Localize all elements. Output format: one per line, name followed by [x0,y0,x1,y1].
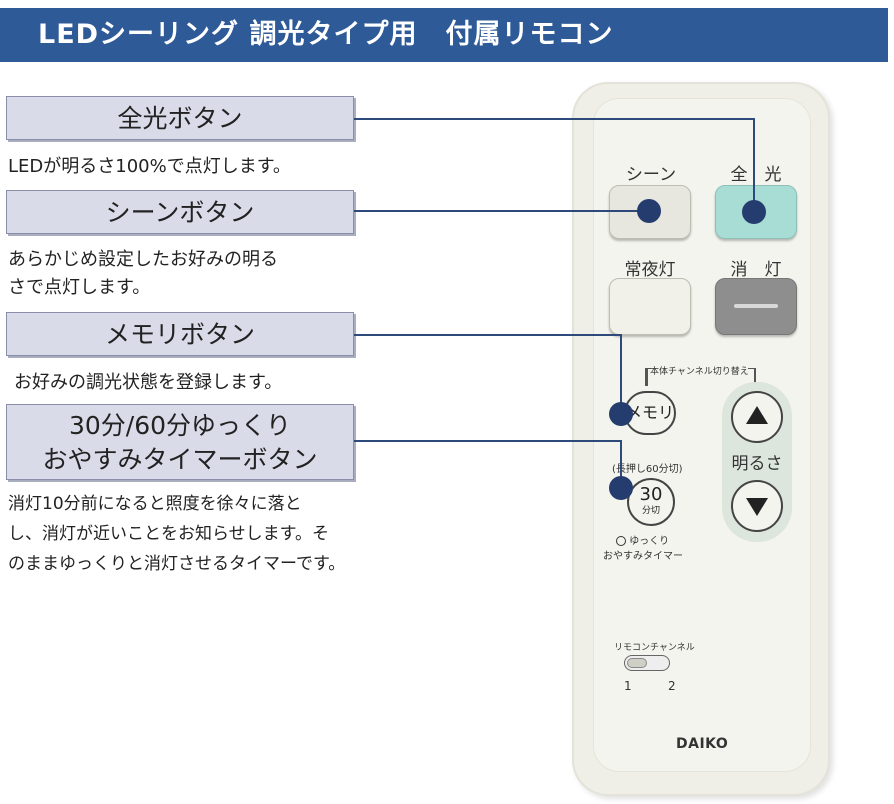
off-label: 消 灯 [730,260,782,280]
brightness-label: 明るさ [731,454,783,474]
marker-scene [637,199,661,223]
desc-timer-2: し、消灯が近いことをお知らせします。そ [8,524,329,544]
desc-scene-2: さで点灯します。 [8,277,151,298]
label-timer-button: 30分/60分ゆっくり おやすみタイマーボタン [6,404,354,480]
off-button[interactable] [715,278,797,335]
label-timer-line-2: おやすみタイマーボタン [42,445,318,474]
desc-memory: お好みの調光状態を登録します。 [14,372,283,393]
triangle-down-icon [746,498,768,516]
timer-unit: 分切 [641,506,660,516]
nightlight-label: 常夜灯 [624,260,676,280]
bracket-left-top [645,368,651,369]
timer-caption-1: ゆっくり [616,532,669,547]
connector-memory-h [354,334,622,336]
connector-timer-h [354,440,622,442]
label-memory-button: メモリボタン [6,312,354,356]
off-button-bar [734,304,778,308]
bracket-right-top [748,368,755,369]
memory-button[interactable]: メモリ [624,391,676,435]
channel-switch-label: 本体チャンネル切り替え [650,367,749,377]
scene-label: シーン [625,165,677,185]
bracket-right [754,368,756,386]
nightlight-button[interactable] [609,278,691,335]
clock-icon [616,536,626,546]
marker-memory [609,402,633,426]
header-banner [0,8,888,62]
label-full-light-button: 全光ボタン [6,96,354,140]
connector-memory-v [620,334,622,414]
desc-timer-1: 消灯10分前になると照度を徐々に落と [8,494,302,514]
label-timer-line-1: 30分/60分ゆっくり [68,411,292,440]
page-title: LEDシーリング 調光タイプ用 付属リモコン [38,19,614,50]
timer-caption-1-text: ゆっくり [629,536,670,547]
brightness-up-button[interactable] [731,391,783,443]
brand-logo: DAIKO [676,736,729,752]
remote-channel-label: リモコンチャンネル [614,643,695,653]
long-press-label: (長押し60分切) [612,464,683,475]
memory-label: メモリ [626,403,675,422]
timer-number: 30 [639,484,663,505]
label-scene-button: シーンボタン [6,190,354,234]
full-light-label: 全 光 [730,165,782,185]
connector-full-h [354,118,754,120]
marker-timer [609,476,633,500]
connector-full-v [753,118,755,212]
channel-slider[interactable] [624,655,670,671]
channel-2-label: 2 [668,679,676,693]
desc-scene-1: あらかじめ設定したお好みの明る [8,249,278,270]
connector-timer-v [620,440,622,486]
timer-caption-2: おやすみタイマー [603,551,683,562]
triangle-up-icon [746,406,768,424]
channel-1-label: 1 [624,679,632,693]
desc-timer-3: のままゆっくりと消灯させるタイマーです。 [8,554,346,574]
marker-full-light [742,200,766,224]
channel-slider-knob[interactable] [627,658,647,668]
desc-full-light: LEDが明るさ100%で点灯します。 [8,156,291,177]
timer-button[interactable]: 30 分切 [627,478,675,526]
bracket-left [645,368,648,386]
connector-scene-h [354,210,650,212]
brightness-down-button[interactable] [731,480,783,532]
